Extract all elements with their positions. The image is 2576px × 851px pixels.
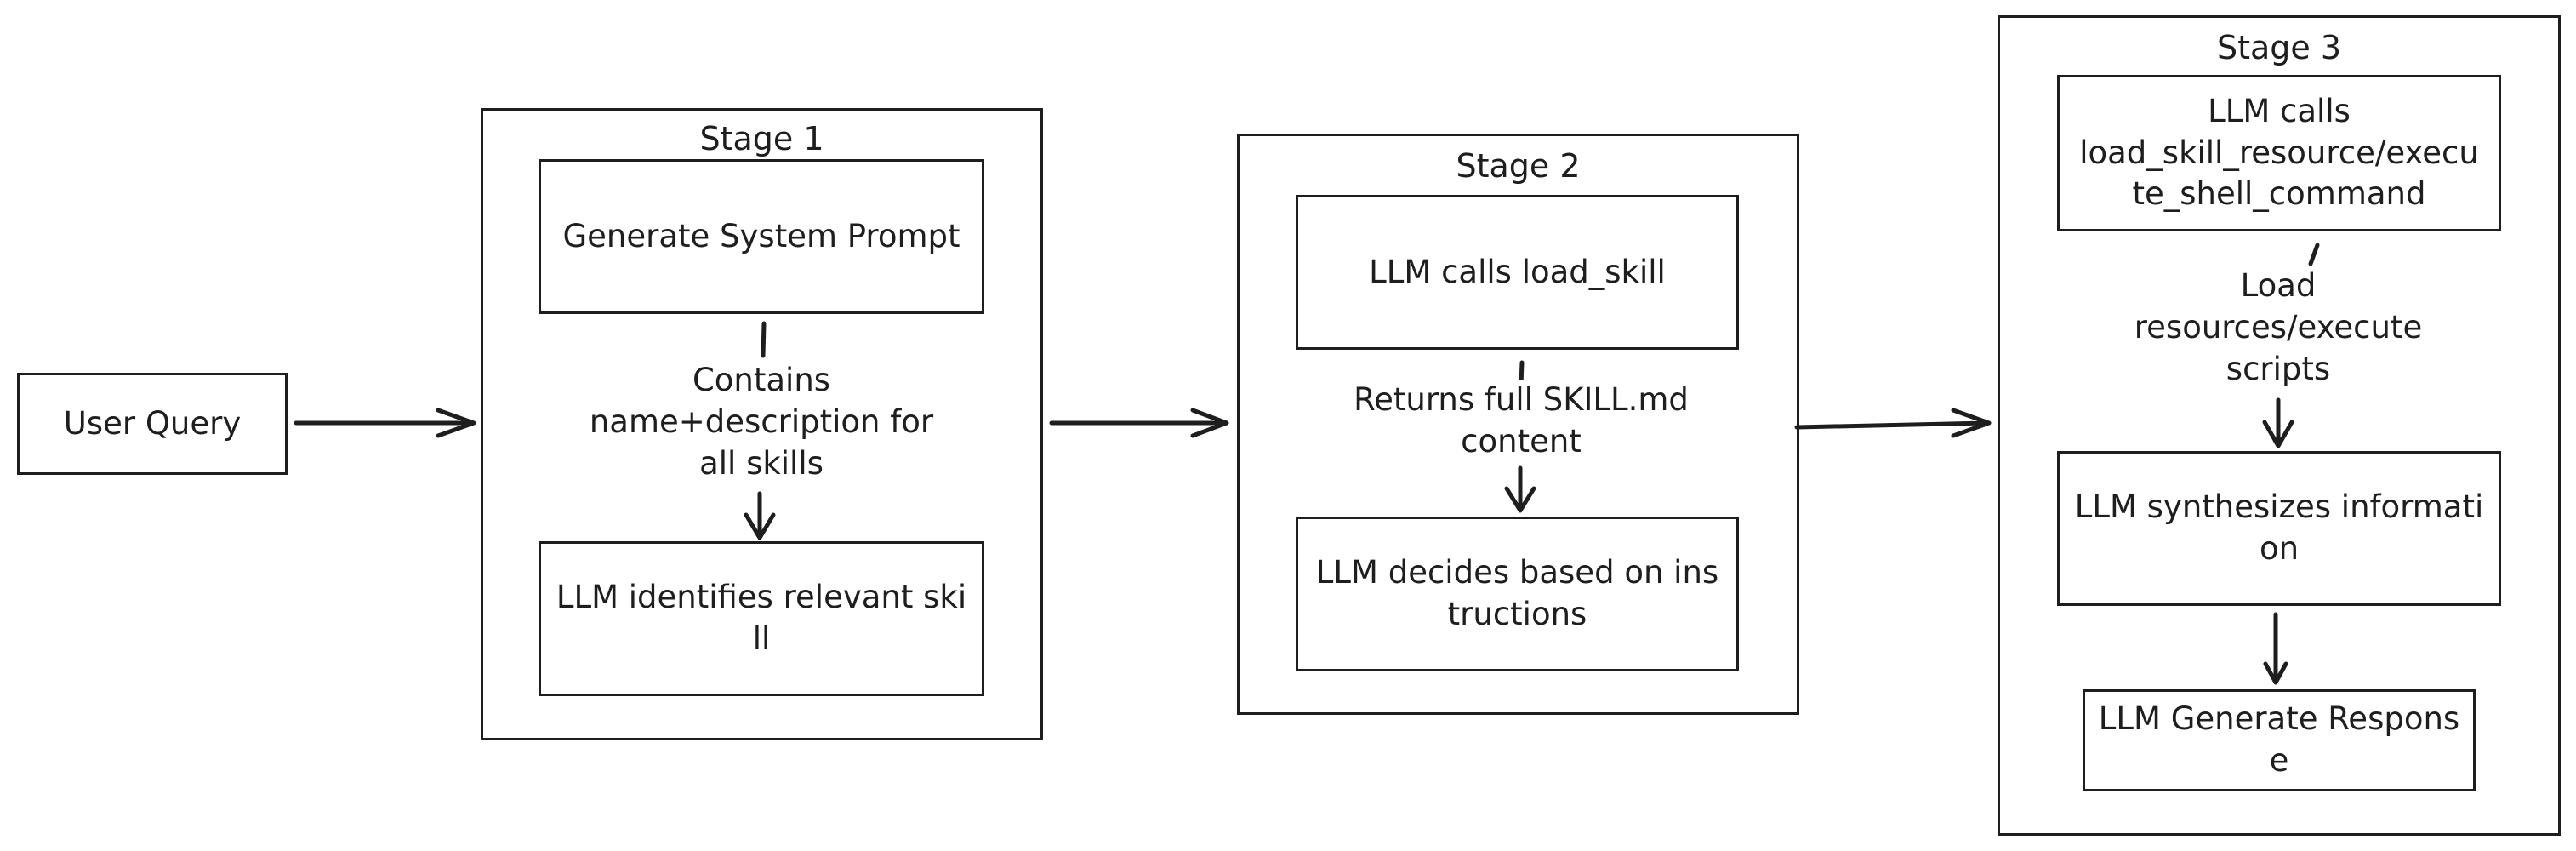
- stage2-edge-label-line2: content: [1461, 422, 1582, 460]
- arrow-stage1-inner-top: [761, 321, 767, 358]
- stage1-generate-prompt-box: Generate System Prompt: [539, 159, 984, 314]
- stage3-step2-label: LLM synthesizes information: [2074, 488, 2484, 567]
- stage3-edge-label-line1: Load: [2240, 267, 2317, 304]
- stage3-edge-label-line2: resources/execute: [2134, 308, 2423, 346]
- stage3-step1-line1: LLM calls: [2208, 92, 2351, 129]
- stage3-container: Stage 3: [1998, 15, 2561, 836]
- stage3-step3-label: LLM Generate Response: [2098, 700, 2460, 779]
- stage2-container: Stage 2: [1237, 134, 1799, 715]
- stage2-step2-label: LLM decides based on instructions: [1315, 554, 1719, 632]
- stage3-generate-response-box: LLM Generate Response: [2083, 689, 2476, 791]
- stage3-title: Stage 3: [2216, 29, 2342, 66]
- stage1-edge-label-line1: Contains: [692, 362, 831, 398]
- stage2-load-skill-box: LLM calls load_skill: [1296, 195, 1739, 350]
- stage1-step1-label: Generate System Prompt: [562, 217, 960, 254]
- stage3-edge-label-line3: scripts: [2226, 350, 2331, 387]
- stage3-step1-line3: te_shell_command: [2132, 175, 2426, 213]
- stage3-step1-label: LLM calls load_skill_resource/execu te_s…: [2079, 91, 2479, 215]
- stage2-edge-label: Returns full SKILL.md content: [1319, 380, 1724, 463]
- stage2-edge-label-line1: Returns full SKILL.md: [1354, 381, 1689, 418]
- stage2-step1-label: LLM calls load_skill: [1369, 253, 1666, 290]
- stage1-step2-label: LLM identifies relevant skill: [556, 579, 967, 657]
- user-query-label: User Query: [63, 404, 242, 442]
- stage2-decide-box: LLM decides based on instructions: [1296, 517, 1739, 671]
- user-query-box: User Query: [17, 373, 288, 475]
- arrow-stage1-to-stage2: [1049, 408, 1229, 438]
- arrow-stage1-inner-bottom: [744, 491, 776, 540]
- stage1-edge-label-line3: all skills: [699, 444, 824, 482]
- arrow-stage3-inner-top: [2308, 243, 2320, 266]
- stage1-identify-skill-box: LLM identifies relevant skill: [539, 541, 984, 696]
- stage2-title: Stage 2: [1456, 147, 1581, 185]
- stage3-calls-tools-box: LLM calls load_skill_resource/execu te_s…: [2057, 75, 2501, 231]
- stage3-synthesize-box: LLM synthesizes information: [2057, 451, 2501, 606]
- arrow-stage3-to-response: [2263, 612, 2288, 685]
- arrow-stage2-inner-bottom: [1504, 465, 1536, 513]
- stage1-edge-label-line2: name+description for: [589, 403, 934, 440]
- stage1-edge-label: Contains name+description for all skills: [544, 360, 978, 485]
- arrow-stage2-to-stage3: [1794, 408, 1992, 438]
- stage3-step1-line2: load_skill_resource/execu: [2079, 134, 2479, 171]
- stage1-container: Stage 1: [481, 108, 1043, 740]
- arrow-stage3-inner-bottom: [2262, 397, 2294, 448]
- stage1-title: Stage 1: [699, 120, 824, 157]
- stage3-edge-label: Load resources/execute scripts: [2101, 266, 2455, 391]
- arrow-user-to-stage1: [294, 408, 476, 438]
